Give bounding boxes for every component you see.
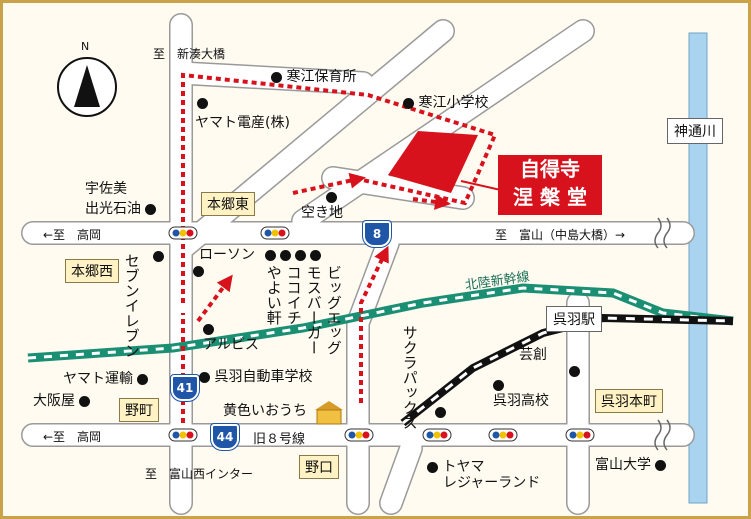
landmark-dot-icon	[197, 97, 208, 109]
destination-label: 自得寺 涅 槃 堂	[498, 155, 602, 215]
landmark-label: 呉羽自動車学校	[214, 369, 313, 385]
landmark-usami: 宇佐美	[85, 181, 127, 197]
route-41-shield: 41	[170, 374, 200, 402]
traffic-signals	[168, 226, 595, 442]
landmark-albis: アルビス	[203, 321, 259, 353]
landmark-dot-icon	[325, 191, 337, 203]
intersection-noguchi: 野口	[299, 455, 339, 479]
shinkansen-line	[27, 283, 734, 363]
landmark-kanbae-hoikusho: 寒江保育所	[271, 69, 356, 85]
landmark-dot-icon	[569, 366, 580, 377]
route-44-shield: 44	[210, 423, 240, 451]
landmark-mos: モスバーガー	[304, 265, 323, 355]
intersection-hongo-higashi: 本郷東	[201, 192, 255, 216]
landmark-label: 富山大学	[595, 457, 651, 473]
landmark-toyama-daigaku: 富山大学	[595, 457, 667, 473]
landmark-dot-icon	[199, 371, 210, 383]
landmark-shop-dots	[265, 249, 322, 264]
landmark-lawson-dot	[193, 265, 204, 280]
landmark-dot-icon	[145, 203, 157, 215]
landmark-label: ヤマト運輸	[63, 371, 133, 387]
station-kureha: 呉羽駅	[546, 306, 602, 332]
landmark-akichi: 空き地	[301, 189, 343, 221]
road-break-marks	[654, 217, 671, 451]
intersection-kureha-honmachi: 呉羽本町	[595, 389, 663, 413]
landmark-seven: セブンイレブン	[122, 253, 141, 358]
landmark-dot-icon	[493, 379, 504, 391]
landmark-dot-icon	[427, 461, 438, 473]
landmark-yamato-unyu: ヤマト運輸	[63, 371, 149, 387]
road-label-takaoka-south: ←至 高岡	[43, 430, 102, 444]
destination-building: 涅 槃 堂	[513, 185, 587, 209]
landmark-geiso: 芸創	[519, 347, 547, 363]
landmark-kureha-jidosha: 呉羽自動車学校	[199, 369, 312, 385]
landmark-label: 寒江小学校	[418, 95, 489, 111]
landmark-dot-icon	[153, 251, 164, 262]
landmark-dot-icon	[271, 71, 282, 83]
landmark-dot-icon	[280, 250, 292, 261]
landmark-kanbae-shogakko: 寒江小学校	[403, 95, 488, 111]
road-label-old8: 旧８号線	[253, 432, 306, 447]
landmark-label: 呉羽高校	[493, 393, 549, 410]
landmark-lawson: ローソン	[199, 247, 255, 263]
landmark-label: 大阪屋	[33, 393, 75, 409]
landmark-kiiro-iouchi: 黄色いおうち	[223, 403, 307, 419]
landmark-label: 出光石油	[85, 201, 141, 217]
landmark-label: レジャーランド	[443, 475, 541, 492]
route-path	[181, 72, 498, 423]
landmark-bigegg: ビッグエッグ	[324, 265, 343, 355]
landmark-dot-icon	[295, 250, 307, 261]
landmark-toyama-leisure: トヤマレジャーランド	[427, 459, 540, 491]
landmark-dot-icon	[403, 97, 414, 109]
temple-site	[388, 131, 478, 193]
landmark-sakura-pax: サクラパックス	[400, 325, 419, 430]
landmark-label: トヤマ	[442, 459, 485, 475]
landmark-sakura-pax-dot	[435, 406, 446, 421]
road-label-toyamanishi: 至 富山西インター	[145, 467, 254, 481]
jr-railway	[400, 313, 734, 427]
landmark-dot-icon	[265, 250, 276, 261]
landmark-dot-icon	[137, 373, 149, 385]
landmark-idemitsu: 出光石油	[85, 201, 157, 217]
landmark-label: 寒江保育所	[286, 69, 357, 85]
landmark-yamato-densan-label: ヤマト電産(株)	[195, 115, 290, 131]
landmark-dot-icon	[655, 459, 667, 471]
house-icon	[315, 401, 343, 425]
landmark-seven-dot	[153, 250, 164, 265]
river-label: 神通川	[667, 118, 723, 144]
landmark-kureha-koko: 呉羽高校	[493, 377, 549, 409]
landmark-label: 空き地	[301, 205, 343, 222]
intersection-nomachi: 野町	[119, 398, 159, 422]
intersection-hongo-nishi: 本郷西	[65, 259, 119, 283]
landmark-osakaya: 大阪屋	[33, 393, 91, 409]
north-arrow-icon	[74, 65, 100, 107]
landmark-label: 芸創	[519, 347, 547, 363]
landmark-dot-icon	[79, 395, 91, 407]
destination-name: 自得寺	[520, 157, 580, 181]
road-label-toyama: 至 富山（中島大橋）→	[495, 228, 626, 242]
road-label-takaoka: ←至 高岡	[43, 228, 102, 242]
landmark-label: ローソン	[199, 247, 255, 263]
north-compass	[57, 57, 117, 117]
landmark-dot-icon	[193, 266, 204, 277]
landmark-dot-icon	[310, 250, 322, 261]
landmark-dot-icon	[203, 323, 214, 335]
landmark-geiso-dot	[569, 365, 580, 380]
road-label-north: 至 新湊大橋	[153, 47, 226, 61]
landmark-dot-icon	[435, 407, 446, 418]
route-8-shield: 8	[362, 220, 392, 248]
landmark-cocoichi: ココイチ	[284, 265, 303, 325]
landmark-yayoiken: やよい軒	[264, 265, 283, 325]
north-label: N	[81, 40, 90, 53]
landmark-yamato-densan	[197, 95, 208, 111]
river-jinzu	[688, 32, 708, 504]
landmark-label: アルビス	[203, 337, 259, 354]
